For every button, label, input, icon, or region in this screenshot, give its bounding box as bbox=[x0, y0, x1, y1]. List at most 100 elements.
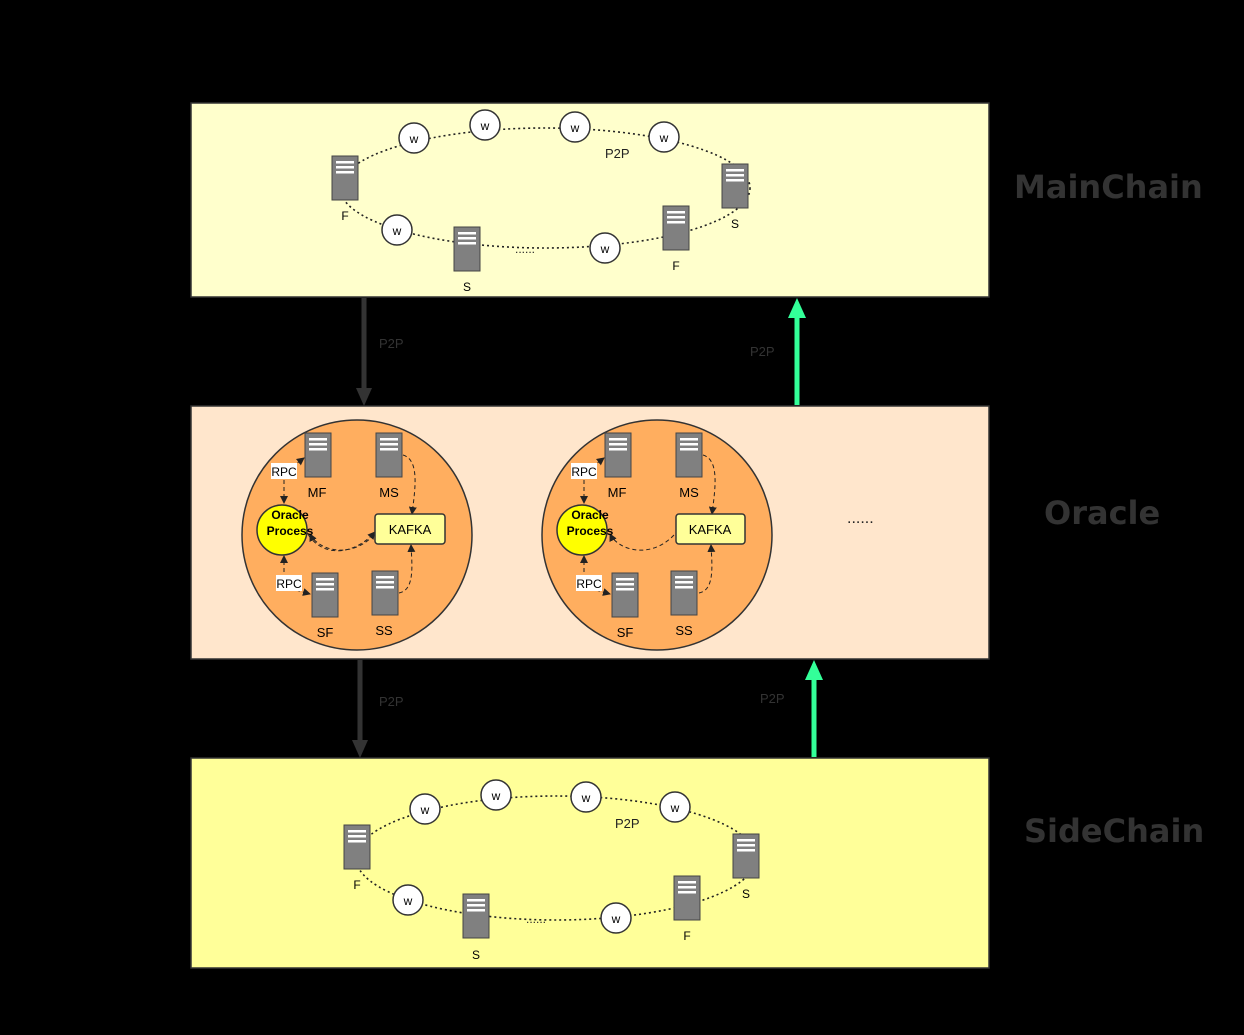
server-label: SS bbox=[375, 623, 393, 638]
link-oracle-to-main: P2P bbox=[750, 298, 806, 405]
server-icon bbox=[675, 432, 703, 478]
server-label: MS bbox=[679, 485, 699, 500]
worker-node: w bbox=[392, 884, 424, 916]
server-label: MF bbox=[608, 485, 627, 500]
link-oracle-to-side: P2P bbox=[352, 660, 404, 758]
oracle-process-node: Oracle Process bbox=[256, 504, 314, 556]
server-icon bbox=[375, 432, 403, 478]
worker-node: w bbox=[600, 902, 632, 934]
side-chain-label: SideChain bbox=[1024, 812, 1205, 850]
server-icon bbox=[721, 163, 749, 209]
super-node-server: S bbox=[721, 163, 749, 231]
server-label: F bbox=[353, 878, 360, 892]
worker-node: w bbox=[648, 121, 680, 153]
p2p-label: P2P bbox=[605, 146, 630, 161]
main-chain-box bbox=[190, 102, 990, 298]
super-node-server: S bbox=[462, 893, 490, 962]
worker-node: w bbox=[381, 214, 413, 246]
rpc-badge: RPC bbox=[271, 463, 297, 479]
kafka-label: KAFKA bbox=[389, 522, 432, 537]
server-label: S bbox=[463, 280, 471, 294]
ss-server: SS bbox=[670, 570, 698, 638]
ms-server: MS bbox=[375, 432, 403, 500]
main-chain-ring: w w w w w w P2P ...... F S bbox=[331, 109, 751, 294]
worker-node: w bbox=[559, 111, 591, 143]
server-icon bbox=[670, 570, 698, 616]
rpc-label: RPC bbox=[271, 465, 297, 479]
server-label: MF bbox=[308, 485, 327, 500]
worker-node: w bbox=[469, 109, 501, 141]
server-label: SF bbox=[617, 625, 634, 640]
server-icon bbox=[732, 833, 760, 879]
ring-ellipsis: ...... bbox=[515, 242, 535, 256]
process-label-line2: Process bbox=[567, 524, 614, 538]
worker-label: w bbox=[600, 242, 610, 256]
sf-server: SF bbox=[611, 572, 639, 640]
rpc-label: RPC bbox=[276, 577, 302, 591]
rpc-badge: RPC bbox=[576, 575, 602, 591]
link-side-to-oracle: P2P bbox=[760, 660, 823, 757]
server-icon bbox=[662, 205, 690, 251]
sf-server: SF bbox=[311, 572, 339, 640]
ring-ellipsis: ...... bbox=[526, 912, 546, 926]
super-node-server: S bbox=[453, 226, 481, 294]
worker-label: w bbox=[409, 132, 419, 146]
full-node-server: F bbox=[673, 875, 701, 943]
rpc-label: RPC bbox=[571, 465, 597, 479]
p2p-link-label: P2P bbox=[760, 691, 785, 706]
p2p-link-label: P2P bbox=[379, 336, 404, 351]
full-node-server: F bbox=[662, 205, 690, 273]
full-node-server: F bbox=[331, 155, 359, 223]
worker-label: w bbox=[403, 894, 413, 908]
worker-label: w bbox=[480, 119, 490, 133]
process-label-line1: Oracle bbox=[571, 508, 609, 522]
p2p-link-label: P2P bbox=[750, 344, 775, 359]
server-icon bbox=[331, 155, 359, 201]
ss-server: SS bbox=[371, 570, 399, 638]
oracle-process-node: Oracle Process bbox=[556, 504, 614, 556]
kafka-node: KAFKA bbox=[675, 513, 746, 545]
main-chain-label: MainChain bbox=[1014, 168, 1203, 206]
rpc-badge: RPC bbox=[571, 463, 597, 479]
server-icon bbox=[611, 572, 639, 618]
server-label: S bbox=[742, 887, 750, 901]
server-icon bbox=[673, 875, 701, 921]
server-icon bbox=[343, 824, 371, 870]
server-icon bbox=[462, 893, 490, 939]
worker-label: w bbox=[581, 791, 591, 805]
worker-label: w bbox=[670, 801, 680, 815]
kafka-label: KAFKA bbox=[689, 522, 732, 537]
rpc-badge: RPC bbox=[276, 575, 302, 591]
kafka-node: KAFKA bbox=[374, 513, 446, 545]
worker-label: w bbox=[570, 121, 580, 135]
mf-server: MF bbox=[604, 432, 632, 500]
process-label-line1: Oracle bbox=[271, 508, 309, 522]
server-label: SF bbox=[317, 625, 334, 640]
worker-node: w bbox=[398, 122, 430, 154]
oracle-more-ellipsis: ...... bbox=[847, 510, 874, 527]
worker-node: w bbox=[480, 779, 512, 811]
server-label: F bbox=[672, 259, 679, 273]
worker-label: w bbox=[491, 789, 501, 803]
server-icon bbox=[604, 432, 632, 478]
server-icon bbox=[371, 570, 399, 616]
server-icon bbox=[304, 432, 332, 478]
mf-server: MF bbox=[304, 432, 332, 500]
server-label: SS bbox=[675, 623, 693, 638]
p2p-link-label: P2P bbox=[379, 694, 404, 709]
server-label: MS bbox=[379, 485, 399, 500]
process-label-line2: Process bbox=[267, 524, 314, 538]
p2p-label: P2P bbox=[615, 816, 640, 831]
worker-node: w bbox=[659, 791, 691, 823]
full-node-server: F bbox=[343, 824, 371, 892]
worker-node: w bbox=[409, 793, 441, 825]
server-label: S bbox=[472, 948, 480, 962]
oracle-label: Oracle bbox=[1044, 494, 1161, 532]
side-chain-ring: w w w w w w P2P ...... F S bbox=[343, 779, 760, 962]
link-main-to-oracle: P2P bbox=[356, 298, 404, 406]
rpc-label: RPC bbox=[576, 577, 602, 591]
oracle-cluster: MF MS SF SS RPC RPC Oracle Process bbox=[541, 419, 773, 651]
worker-label: w bbox=[659, 131, 669, 145]
